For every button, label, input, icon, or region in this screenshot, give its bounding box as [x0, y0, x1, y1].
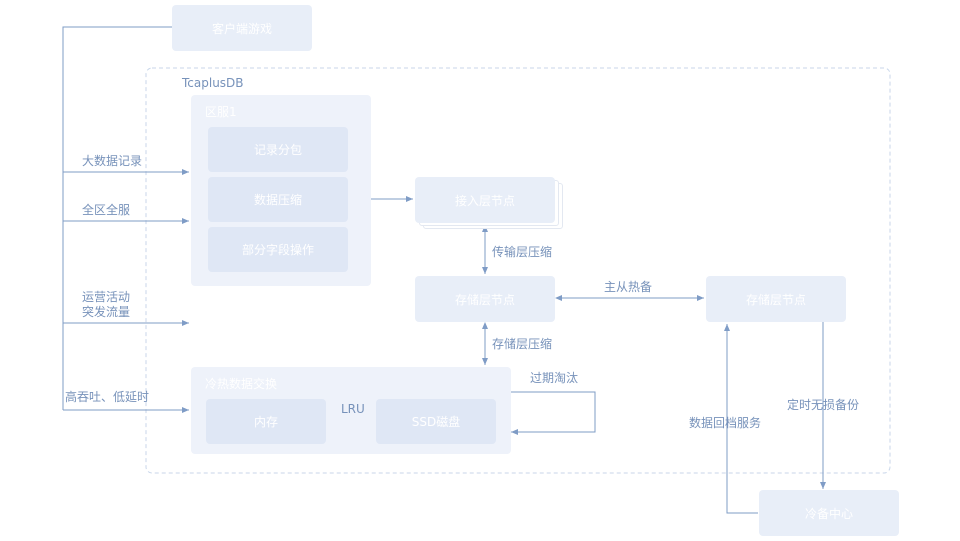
memory-label: 内存 [253, 415, 278, 429]
access-node-box: 接入层节点 [415, 177, 555, 223]
zone-title: 区服1 [205, 105, 237, 119]
zone-item-data-compress: 数据压缩 [208, 177, 348, 222]
access-node-label: 接入层节点 [454, 193, 515, 208]
ssd-box: SSD磁盘 [376, 399, 496, 444]
client-game-label: 客户端游戏 [211, 21, 272, 36]
storage-node-main: 存储层节点 [415, 276, 555, 322]
label-ops-line1: 运营活动 [82, 290, 131, 304]
label-scheduled-backup: 定时无损备份 [787, 398, 860, 412]
label-storage-compress: 存储层压缩 [492, 337, 553, 351]
label-master-slave: 主从热备 [604, 280, 653, 294]
label-expire: 过期淘汰 [530, 371, 579, 385]
client-game-box: 客户端游戏 [172, 5, 312, 51]
zone-item-partial-field: 部分字段操作 [208, 227, 348, 272]
storage-node-backup: 存储层节点 [706, 276, 846, 322]
label-high-throughput: 高吞吐、低延时 [65, 390, 150, 404]
arrow-archive-service [724, 324, 758, 514]
tcaplusdb-label: TcaplusDB [182, 76, 244, 90]
label-transport-compress: 传输层压缩 [492, 245, 553, 259]
client-trunk-line [62, 26, 172, 410]
zone-item-label: 记录分包 [253, 143, 302, 157]
zone-item-record-split: 记录分包 [208, 127, 348, 172]
arrow-expire-loop [511, 391, 596, 435]
tcaplusdb-region-border [145, 67, 891, 474]
cold-backup-center: 冷备中心 [759, 490, 899, 536]
storage-node-backup-label: 存储层节点 [745, 292, 806, 307]
zone-item-label: 数据压缩 [253, 193, 302, 207]
label-big-records: 大数据记录 [82, 154, 143, 168]
label-archive-service: 数据回档服务 [689, 416, 762, 430]
hot-cold-title: 冷热数据交换 [205, 377, 278, 391]
label-ops-line2: 突发流量 [82, 305, 131, 319]
zone-item-label: 部分字段操作 [241, 243, 314, 257]
label-full-server: 全区全服 [82, 203, 131, 217]
lru-label: LRU [341, 402, 365, 416]
storage-node-main-label: 存储层节点 [454, 292, 515, 307]
cold-backup-center-label: 冷备中心 [804, 506, 853, 521]
memory-box: 内存 [206, 399, 326, 444]
ssd-label: SSD磁盘 [411, 415, 461, 429]
